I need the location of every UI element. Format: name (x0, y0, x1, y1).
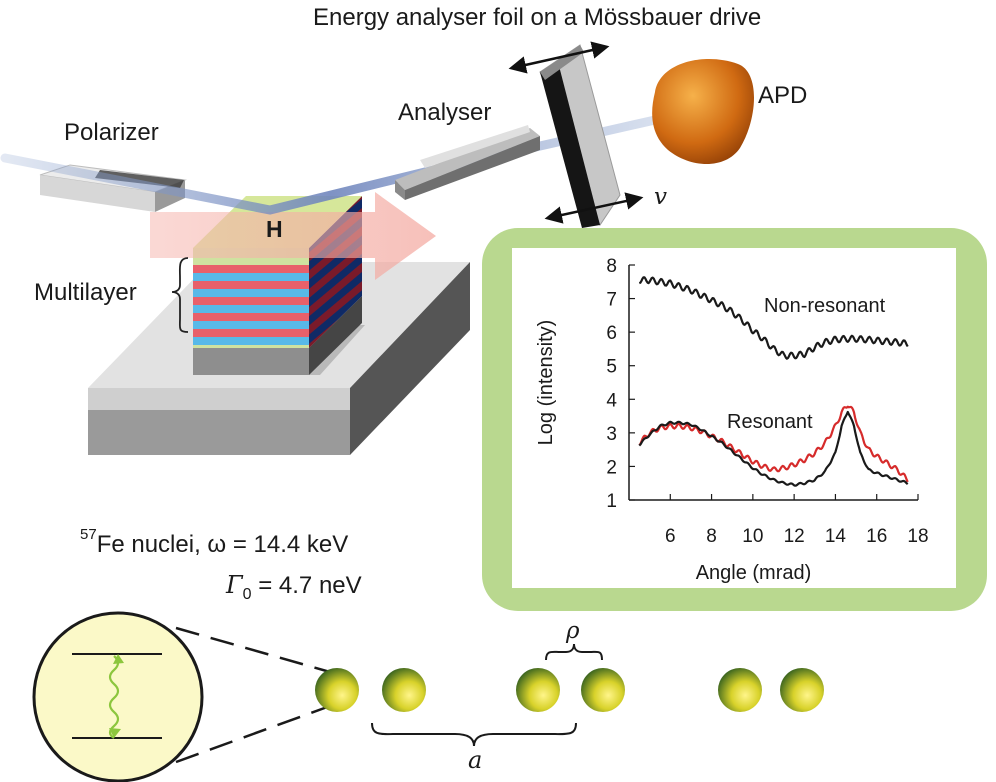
nucleus-sphere (315, 668, 359, 712)
linewidth-line: Γ0 = 4.7 neV (226, 573, 362, 603)
drive-title: Energy analyser foil on a Mössbauer driv… (313, 4, 762, 31)
drive-arrow-bottom (544, 192, 644, 224)
nucleus-sphere (780, 668, 824, 712)
inset-panel (512, 248, 956, 588)
nucleus-sphere (516, 668, 560, 712)
a-label: a (468, 746, 483, 774)
zoom-line-lower (175, 704, 331, 764)
zoom-line-upper (175, 626, 331, 674)
isotope-superscript: 57 (80, 526, 97, 543)
gamma-value: = 4.7 neV (251, 572, 362, 599)
multilayer-brace (171, 257, 189, 333)
apd-label: APD (758, 82, 808, 109)
a-brace (371, 722, 577, 747)
drive-arrow-top (508, 41, 610, 74)
nucleus-sphere (718, 668, 762, 712)
nuclei-text: Fe nuclei, ω = 14.4 keV (96, 531, 349, 558)
nucleus-sphere (581, 668, 625, 712)
nucleus-levels (32, 611, 204, 782)
analyser-label: Analyser (398, 99, 492, 126)
analyser-crystal (395, 125, 540, 200)
field-arrow (150, 192, 436, 280)
gamma-symbol: Γ (226, 571, 243, 599)
nuclei-line: 57Fe nuclei, ω = 14.4 keV (80, 527, 349, 558)
polarizer-label: Polarizer (64, 119, 159, 146)
multilayer-label: Multilayer (34, 279, 137, 306)
nucleus-sphere (382, 668, 426, 712)
mossbauer-foil (539, 44, 621, 228)
rho-brace (545, 643, 603, 661)
velocity-label: v (654, 184, 667, 210)
field-label: H (266, 216, 283, 242)
gamma-subscript: 0 (242, 585, 252, 603)
apd-detector (652, 59, 754, 165)
rho-label: ρ (566, 618, 580, 644)
